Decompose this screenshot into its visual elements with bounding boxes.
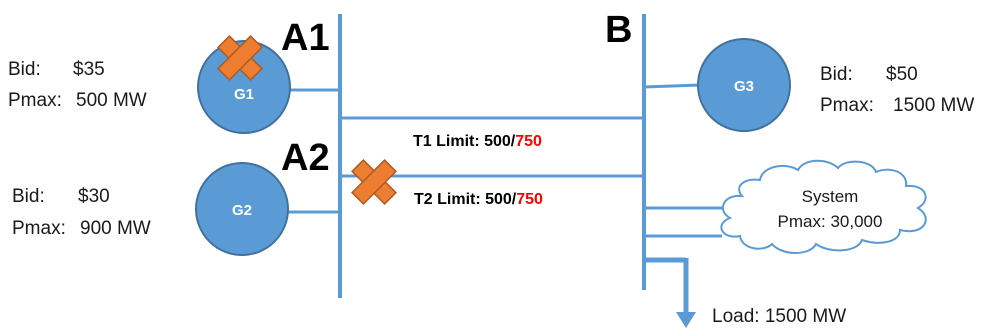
generator-g3 xyxy=(697,38,791,132)
g1-bid-label: Bid: xyxy=(8,59,41,80)
g3-pmax-value: 1500 MW xyxy=(893,95,974,116)
g2-bid-value: $30 xyxy=(78,186,110,207)
t1-limit-label: T1 Limit: 500/750 xyxy=(413,133,542,150)
generator-g2 xyxy=(195,162,289,256)
t1-limit-text: T1 Limit: 500/ xyxy=(413,133,516,150)
system-pmax: Pmax: 30,000 xyxy=(778,212,883,231)
g2-pmax-label: Pmax: xyxy=(12,218,66,239)
g3-pmax-label: Pmax: xyxy=(820,95,874,116)
bus-a2-label: A2 xyxy=(281,137,330,179)
generator-g1 xyxy=(197,40,291,134)
t1-limit-new: 750 xyxy=(515,133,542,150)
g3-connector xyxy=(643,83,701,89)
load-arrow-icon xyxy=(676,312,696,328)
system-cloud-icon xyxy=(720,159,927,254)
load-label: Load: 1500 MW xyxy=(712,306,846,327)
g3-bid-label: Bid: xyxy=(820,64,853,85)
outage-x-icon-t2 xyxy=(351,159,397,205)
g1-bid-value: $35 xyxy=(73,59,105,80)
system-title: System xyxy=(802,187,859,206)
t2-limit-text: T2 Limit: 500/ xyxy=(414,191,517,208)
g2-pmax-value: 900 MW xyxy=(80,218,151,239)
g1-pmax-value: 500 MW xyxy=(76,90,147,111)
t2-limit-label: T2 Limit: 500/750 xyxy=(414,191,543,208)
g3-bid-value: $50 xyxy=(886,64,918,85)
t2-limit-new: 750 xyxy=(516,191,543,208)
outage-x-icon-g1 xyxy=(217,35,263,81)
g2-bid-label: Bid: xyxy=(12,186,45,207)
generator-g3-label: G3 xyxy=(734,78,754,95)
bus-b-label: B xyxy=(605,9,632,51)
bus-a1-label: A1 xyxy=(281,17,330,59)
generator-g2-label: G2 xyxy=(232,202,252,219)
generator-g1-label: G1 xyxy=(234,86,254,103)
g1-pmax-label: Pmax: xyxy=(8,90,62,111)
